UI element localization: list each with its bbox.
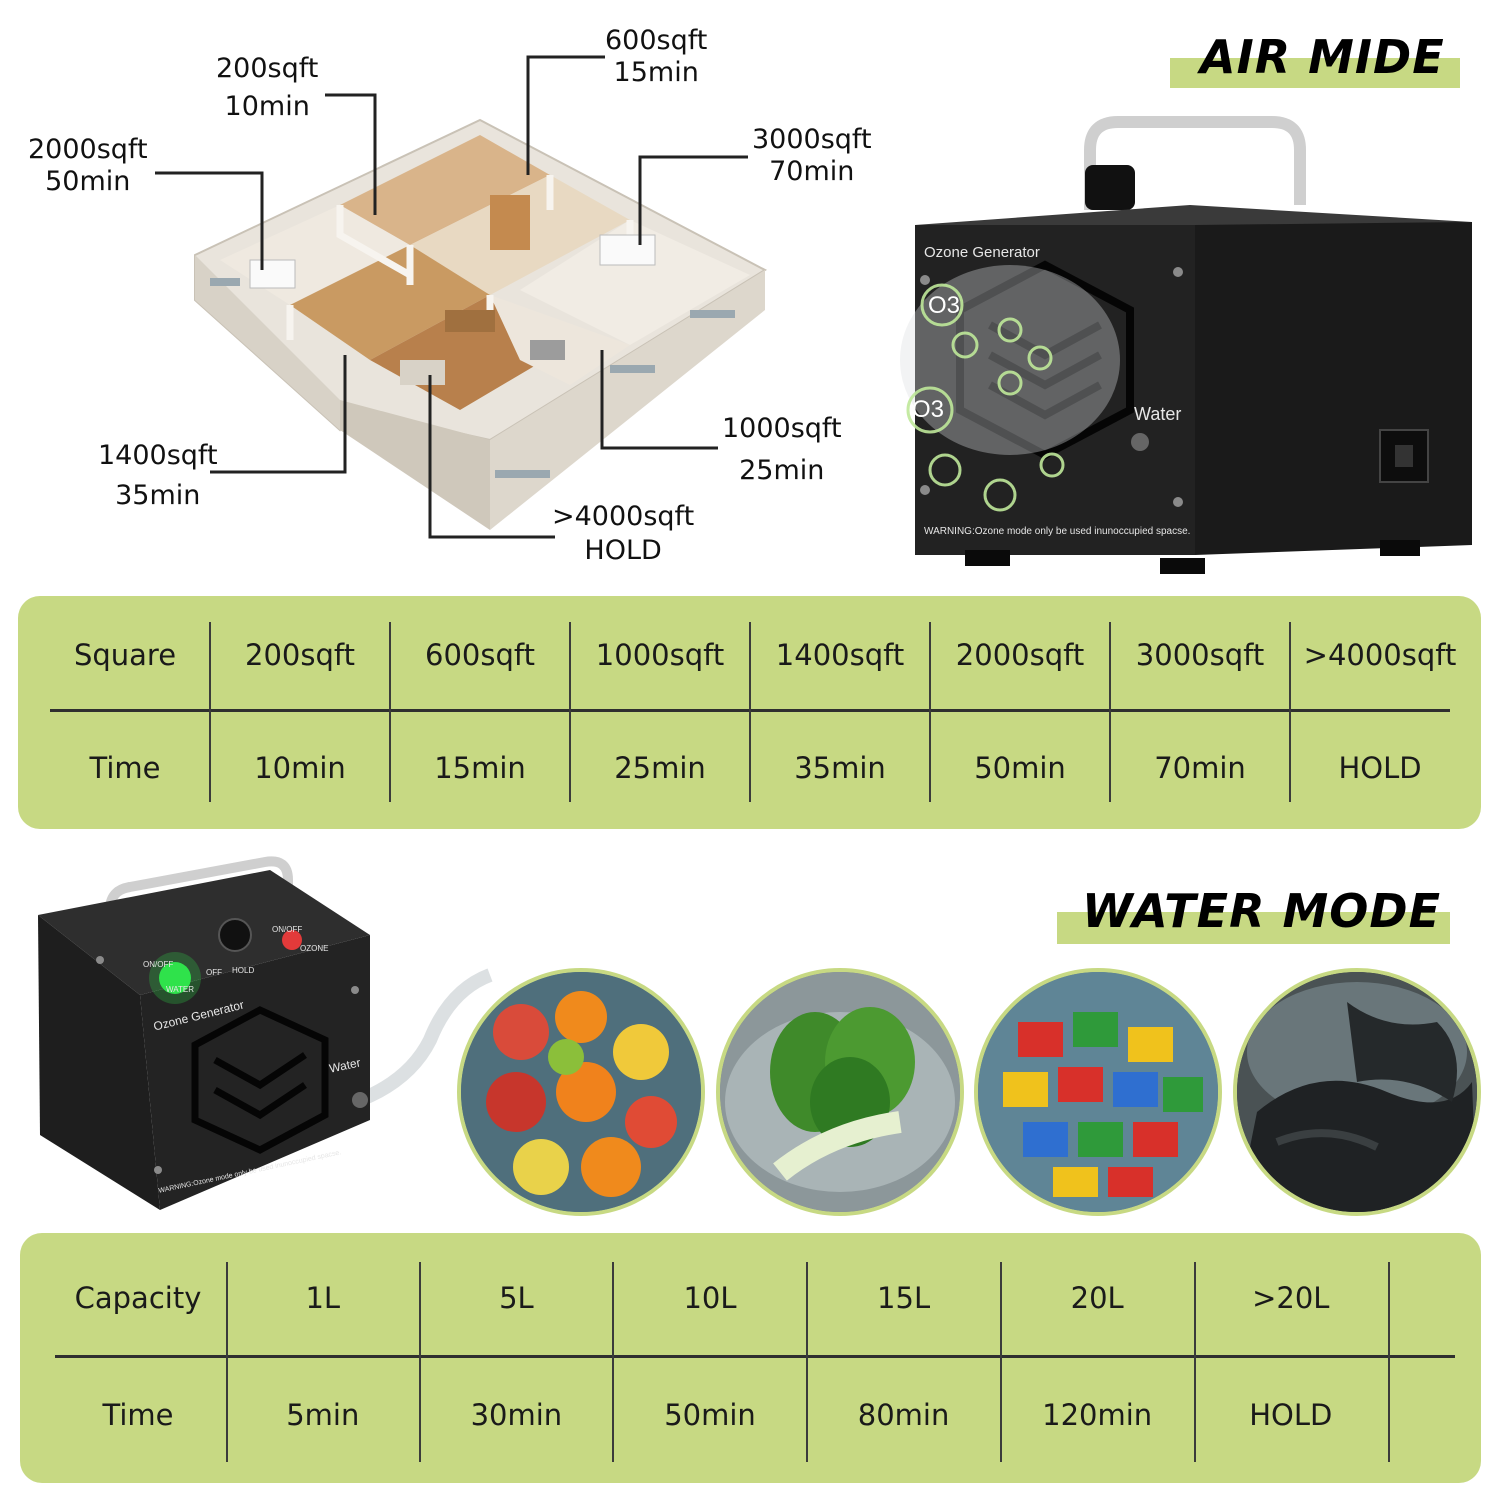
air-cell-area: 2000sqft bbox=[955, 638, 1085, 672]
water-table-col-divider bbox=[806, 1262, 808, 1462]
callout-200sqft: 200sqft 10min bbox=[216, 50, 318, 126]
water-cell-time: 80min bbox=[857, 1398, 950, 1432]
air-table-grid: Square 200sqft 600sqft 1000sqft 1400sqft… bbox=[40, 600, 1460, 825]
device-water-small-label: WATER bbox=[166, 985, 194, 994]
callout-1000sqft: 1000sqft 25min bbox=[722, 408, 842, 492]
device-off-label: OFF bbox=[206, 968, 222, 977]
device-water-label: Water bbox=[1134, 404, 1182, 424]
device-ozone-small-label: OZONE bbox=[300, 944, 329, 953]
air-table-col-divider bbox=[749, 622, 751, 802]
water-cell-capacity: 1L bbox=[305, 1280, 341, 1315]
callout-time: HOLD bbox=[584, 535, 662, 566]
floor-plan-illustration bbox=[194, 118, 768, 530]
callout-area: 2000sqft bbox=[28, 134, 148, 165]
air-cell-area: 600sqft bbox=[425, 638, 535, 672]
air-table-col-divider bbox=[389, 622, 391, 802]
device-warning-label: WARNING:Ozone mode only be used inunoccu… bbox=[924, 526, 1191, 537]
callout-time: 25min bbox=[739, 455, 825, 486]
o3-bubble-label: O3 bbox=[912, 396, 945, 423]
callout-area: 1400sqft bbox=[98, 440, 218, 471]
air-cell-time: 35min bbox=[794, 750, 886, 785]
air-cell-time: 10min bbox=[254, 750, 346, 785]
air-cell-time: 50min bbox=[974, 750, 1066, 785]
fruits-in-water-icon bbox=[461, 972, 701, 1212]
callout-time: 70min bbox=[769, 156, 855, 187]
water-cell-time: HOLD bbox=[1249, 1398, 1333, 1432]
water-row-header-time: Time bbox=[102, 1398, 174, 1432]
device-hold-label: HOLD bbox=[232, 966, 255, 975]
water-table-col-divider bbox=[226, 1262, 228, 1462]
ozone-generator-device-air bbox=[900, 116, 1472, 574]
water-cell-time: 50min bbox=[664, 1398, 756, 1432]
toy-bricks-in-water-photo bbox=[974, 968, 1222, 1216]
water-mode-table bbox=[20, 1233, 1481, 1483]
water-table-col-divider bbox=[1194, 1262, 1196, 1462]
o3-bubble-label: O3 bbox=[928, 292, 961, 319]
water-table-col-divider bbox=[1388, 1262, 1390, 1462]
toy-bricks-in-water-icon bbox=[978, 972, 1218, 1212]
air-cell-time: 15min bbox=[434, 750, 526, 785]
water-table-divider bbox=[55, 1355, 1455, 1358]
air-mode-heading: AIR MIDE bbox=[1200, 30, 1445, 84]
callout-4000sqft: >4000sqft HOLD bbox=[552, 500, 694, 568]
fruits-in-water-photo bbox=[457, 968, 705, 1216]
air-row-header-square: Square bbox=[73, 638, 177, 672]
device-brand-label: Ozone Generator bbox=[924, 244, 1040, 261]
water-table-col-divider bbox=[612, 1262, 614, 1462]
water-mode-heading: WATER MODE bbox=[1082, 884, 1442, 938]
clothes-in-water-photo bbox=[1233, 968, 1481, 1216]
water-cell-capacity: >20L bbox=[1252, 1280, 1330, 1315]
callout-leader-lines bbox=[155, 55, 748, 539]
air-mode-heading-bar bbox=[1170, 58, 1460, 88]
air-row-header-time: Time bbox=[89, 750, 161, 785]
air-table-col-divider bbox=[209, 622, 211, 802]
water-mode-heading-bar bbox=[1057, 912, 1450, 944]
callout-2000sqft: 2000sqft 50min bbox=[28, 134, 148, 198]
air-cell-area: 1000sqft bbox=[595, 638, 725, 672]
vegetables-in-water-icon bbox=[720, 972, 960, 1212]
air-table-col-divider bbox=[1289, 622, 1291, 802]
callout-area: >4000sqft bbox=[552, 501, 695, 532]
air-cell-area: 1400sqft bbox=[775, 638, 905, 672]
callout-time: 35min bbox=[115, 480, 201, 511]
air-table-col-divider bbox=[1109, 622, 1111, 802]
callout-area: 1000sqft bbox=[722, 413, 842, 444]
air-cell-time: 70min bbox=[1154, 750, 1246, 785]
device-on-off-right-label: ON/OFF bbox=[272, 925, 303, 934]
water-row-header-capacity: Capacity bbox=[74, 1280, 202, 1315]
water-cell-capacity: 5L bbox=[499, 1280, 534, 1315]
water-cell-time: 120min bbox=[1042, 1398, 1153, 1432]
water-cell-capacity: 20L bbox=[1070, 1280, 1124, 1315]
callout-time: 50min bbox=[45, 166, 131, 197]
air-cell-area: 3000sqft bbox=[1135, 638, 1265, 672]
vegetables-in-water-photo bbox=[716, 968, 964, 1216]
air-cell-area: >4000sqft bbox=[1303, 638, 1457, 672]
water-table-col-divider bbox=[419, 1262, 421, 1462]
air-cell-time: HOLD bbox=[1338, 750, 1422, 785]
water-cell-time: 5min bbox=[286, 1398, 360, 1432]
air-cell-time: 25min bbox=[614, 750, 706, 785]
water-table-col-divider bbox=[1000, 1262, 1002, 1462]
callout-area: 200sqft bbox=[216, 53, 319, 84]
water-cell-time: 30min bbox=[470, 1398, 563, 1432]
air-table-col-divider bbox=[929, 622, 931, 802]
ozone-generator-device-water bbox=[38, 856, 493, 1210]
air-table-col-divider bbox=[569, 622, 571, 802]
device-on-off-left-label: ON/OFF bbox=[143, 960, 174, 969]
callout-area: 3000sqft bbox=[752, 124, 872, 155]
callout-1400sqft: 1400sqft 35min bbox=[98, 436, 218, 516]
water-table-grid: Capacity 1L 5L 10L 15L 20L >20L Time 5mi… bbox=[50, 1240, 1388, 1475]
callout-600sqft: 600sqft 15min bbox=[605, 25, 707, 89]
water-cell-capacity: 10L bbox=[683, 1280, 737, 1315]
callout-time: 15min bbox=[613, 57, 699, 88]
callout-area: 600sqft bbox=[605, 25, 708, 56]
air-cell-area: 200sqft bbox=[245, 638, 355, 672]
clothes-in-water-icon bbox=[1237, 972, 1477, 1212]
water-cell-capacity: 15L bbox=[877, 1280, 931, 1315]
callout-time: 10min bbox=[224, 91, 310, 122]
callout-3000sqft: 3000sqft 70min bbox=[752, 124, 872, 188]
